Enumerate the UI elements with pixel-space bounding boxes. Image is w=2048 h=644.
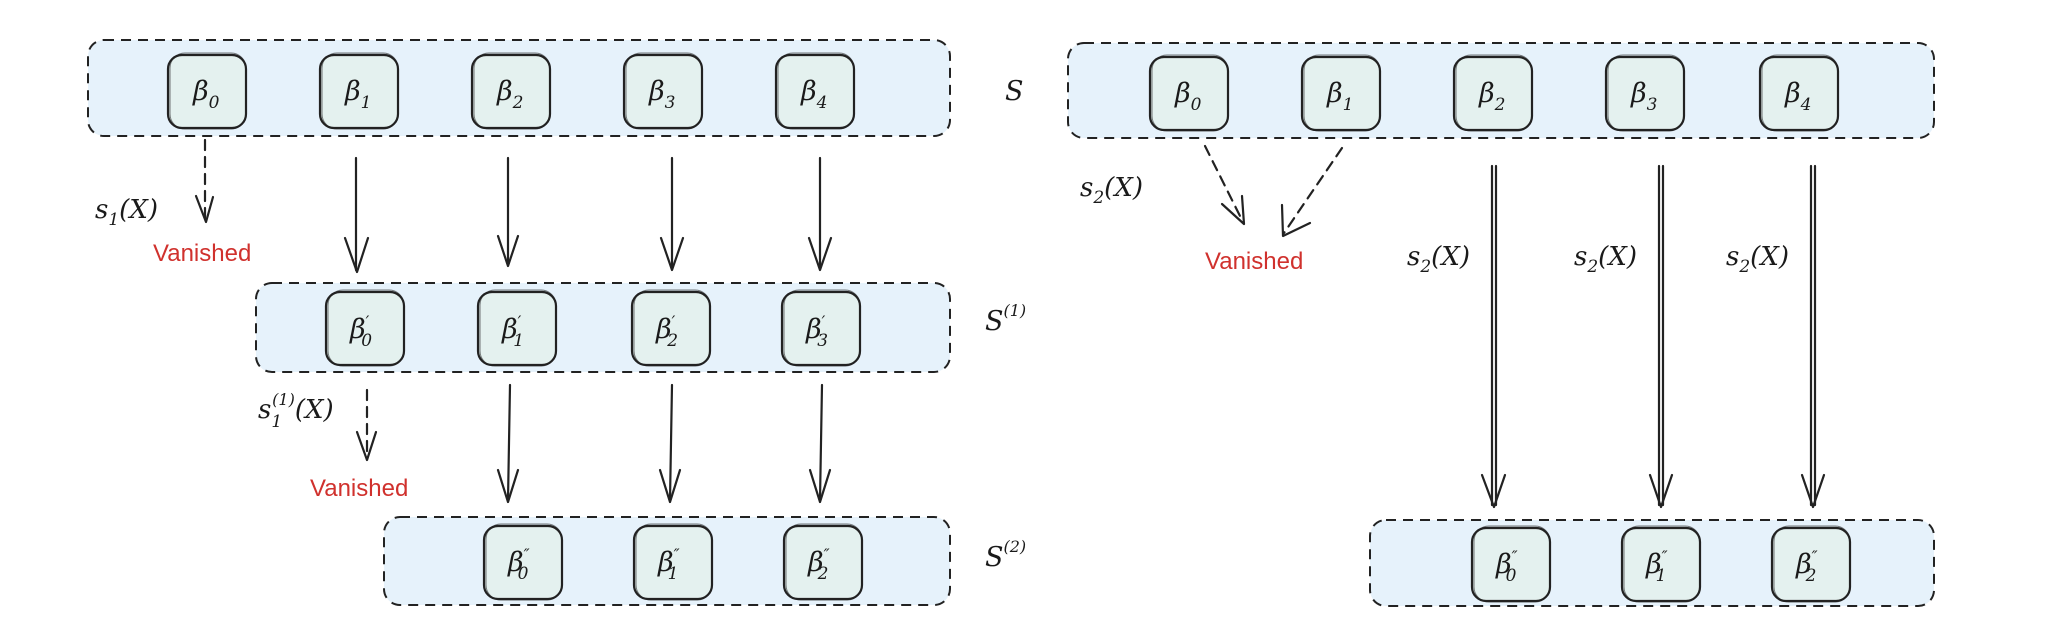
label-s-2: S(2) — [985, 537, 1026, 573]
svg-text:β″1: β″1 — [657, 545, 680, 584]
svg-text:β1: β1 — [1326, 78, 1353, 115]
svg-text:β″2: β″2 — [1795, 547, 1818, 586]
svg-text:β1: β1 — [344, 76, 371, 113]
node-beta-2-dprime: β″2 — [782, 523, 864, 601]
node-beta-2-prime: β′2 — [630, 289, 712, 367]
svg-text:β4: β4 — [1784, 78, 1811, 115]
svg-text:β0: β0 — [192, 76, 220, 113]
node-right-beta-2-dprime: β″2 — [1770, 525, 1852, 603]
node-right-beta-4: β4 — [1758, 54, 1840, 132]
svg-text:β″0: β″0 — [1495, 547, 1518, 586]
svg-text:β′1: β′1 — [501, 312, 524, 351]
vanished-label-1: Vanished — [153, 240, 251, 267]
node-beta-3: β3 — [622, 52, 704, 130]
svg-text:β2: β2 — [1478, 78, 1505, 115]
node-right-beta-3: β3 — [1604, 54, 1686, 132]
label-s-1: S(1) — [985, 301, 1026, 337]
svg-text:β″2: β″2 — [807, 545, 830, 584]
arrow-right-beta3-to-beta1pp — [1648, 164, 1674, 509]
arrow-vanish-beta-0 — [194, 138, 215, 224]
node-right-beta-1-dprime: β″1 — [1620, 525, 1702, 603]
label-right-s2x-3: s2(X) — [1726, 242, 1789, 277]
arrow-right-beta2-to-beta0pp — [1480, 164, 1507, 509]
node-beta-4: β4 — [774, 52, 856, 130]
svg-text:β0: β0 — [1174, 78, 1202, 115]
node-right-beta-0: β0 — [1148, 54, 1230, 132]
arrow-right-beta4-to-beta2pp — [1800, 164, 1826, 509]
svg-text:β″1: β″1 — [1645, 547, 1668, 586]
arrow-beta1-to-beta0p — [343, 156, 370, 274]
arrow-beta2-to-beta1p — [496, 156, 520, 268]
node-right-beta-1: β1 — [1300, 54, 1382, 132]
node-beta-1-prime: β′1 — [476, 289, 558, 367]
label-right-s2x-1: s2(X) — [1407, 242, 1470, 277]
vanished-label-right: Vanished — [1205, 248, 1303, 275]
node-beta-1-dprime: β″1 — [632, 523, 714, 601]
label-s: S — [1005, 76, 1024, 107]
node-beta-0-dprime: β″0 — [482, 523, 564, 601]
svg-text:β3: β3 — [1630, 78, 1657, 115]
svg-text:β′2: β′2 — [655, 312, 678, 351]
arrow-beta3-to-beta2p — [659, 156, 685, 272]
arrow-right-vanish-beta-1 — [1280, 146, 1344, 238]
arrow-beta3p-to-beta2pp — [808, 383, 832, 504]
node-beta-2: β2 — [470, 52, 552, 130]
label-right-s2x-left: s2(X) — [1080, 173, 1143, 208]
arrow-vanish-beta-0-prime — [355, 388, 378, 462]
label-s1x: s1(X) — [95, 195, 158, 230]
label-right-s2x-2: s2(X) — [1574, 242, 1637, 277]
node-right-beta-0-dprime: β″0 — [1470, 525, 1552, 603]
svg-text:β3: β3 — [648, 76, 675, 113]
svg-text:β′3: β′3 — [805, 312, 828, 351]
arrow-beta1p-to-beta0pp — [496, 383, 520, 504]
group-s1 — [255, 282, 951, 373]
svg-text:β2: β2 — [496, 76, 523, 113]
arrow-beta2p-to-beta1pp — [658, 383, 682, 504]
node-right-beta-2: β2 — [1452, 54, 1534, 132]
svg-text:β″0: β″0 — [507, 545, 530, 584]
node-beta-0-prime: β′0 — [324, 289, 406, 367]
vanished-label-2: Vanished — [310, 475, 408, 502]
label-s1-1x: s1(1)(X) — [258, 390, 334, 432]
arrow-right-vanish-beta-0 — [1203, 144, 1246, 226]
node-beta-0: β0 — [166, 52, 248, 130]
arrow-beta4-to-beta3p — [807, 156, 833, 272]
node-beta-3-prime: β′3 — [780, 289, 862, 367]
svg-text:β′0: β′0 — [349, 312, 372, 351]
node-beta-1: β1 — [318, 52, 400, 130]
svg-text:β4: β4 — [800, 76, 827, 113]
